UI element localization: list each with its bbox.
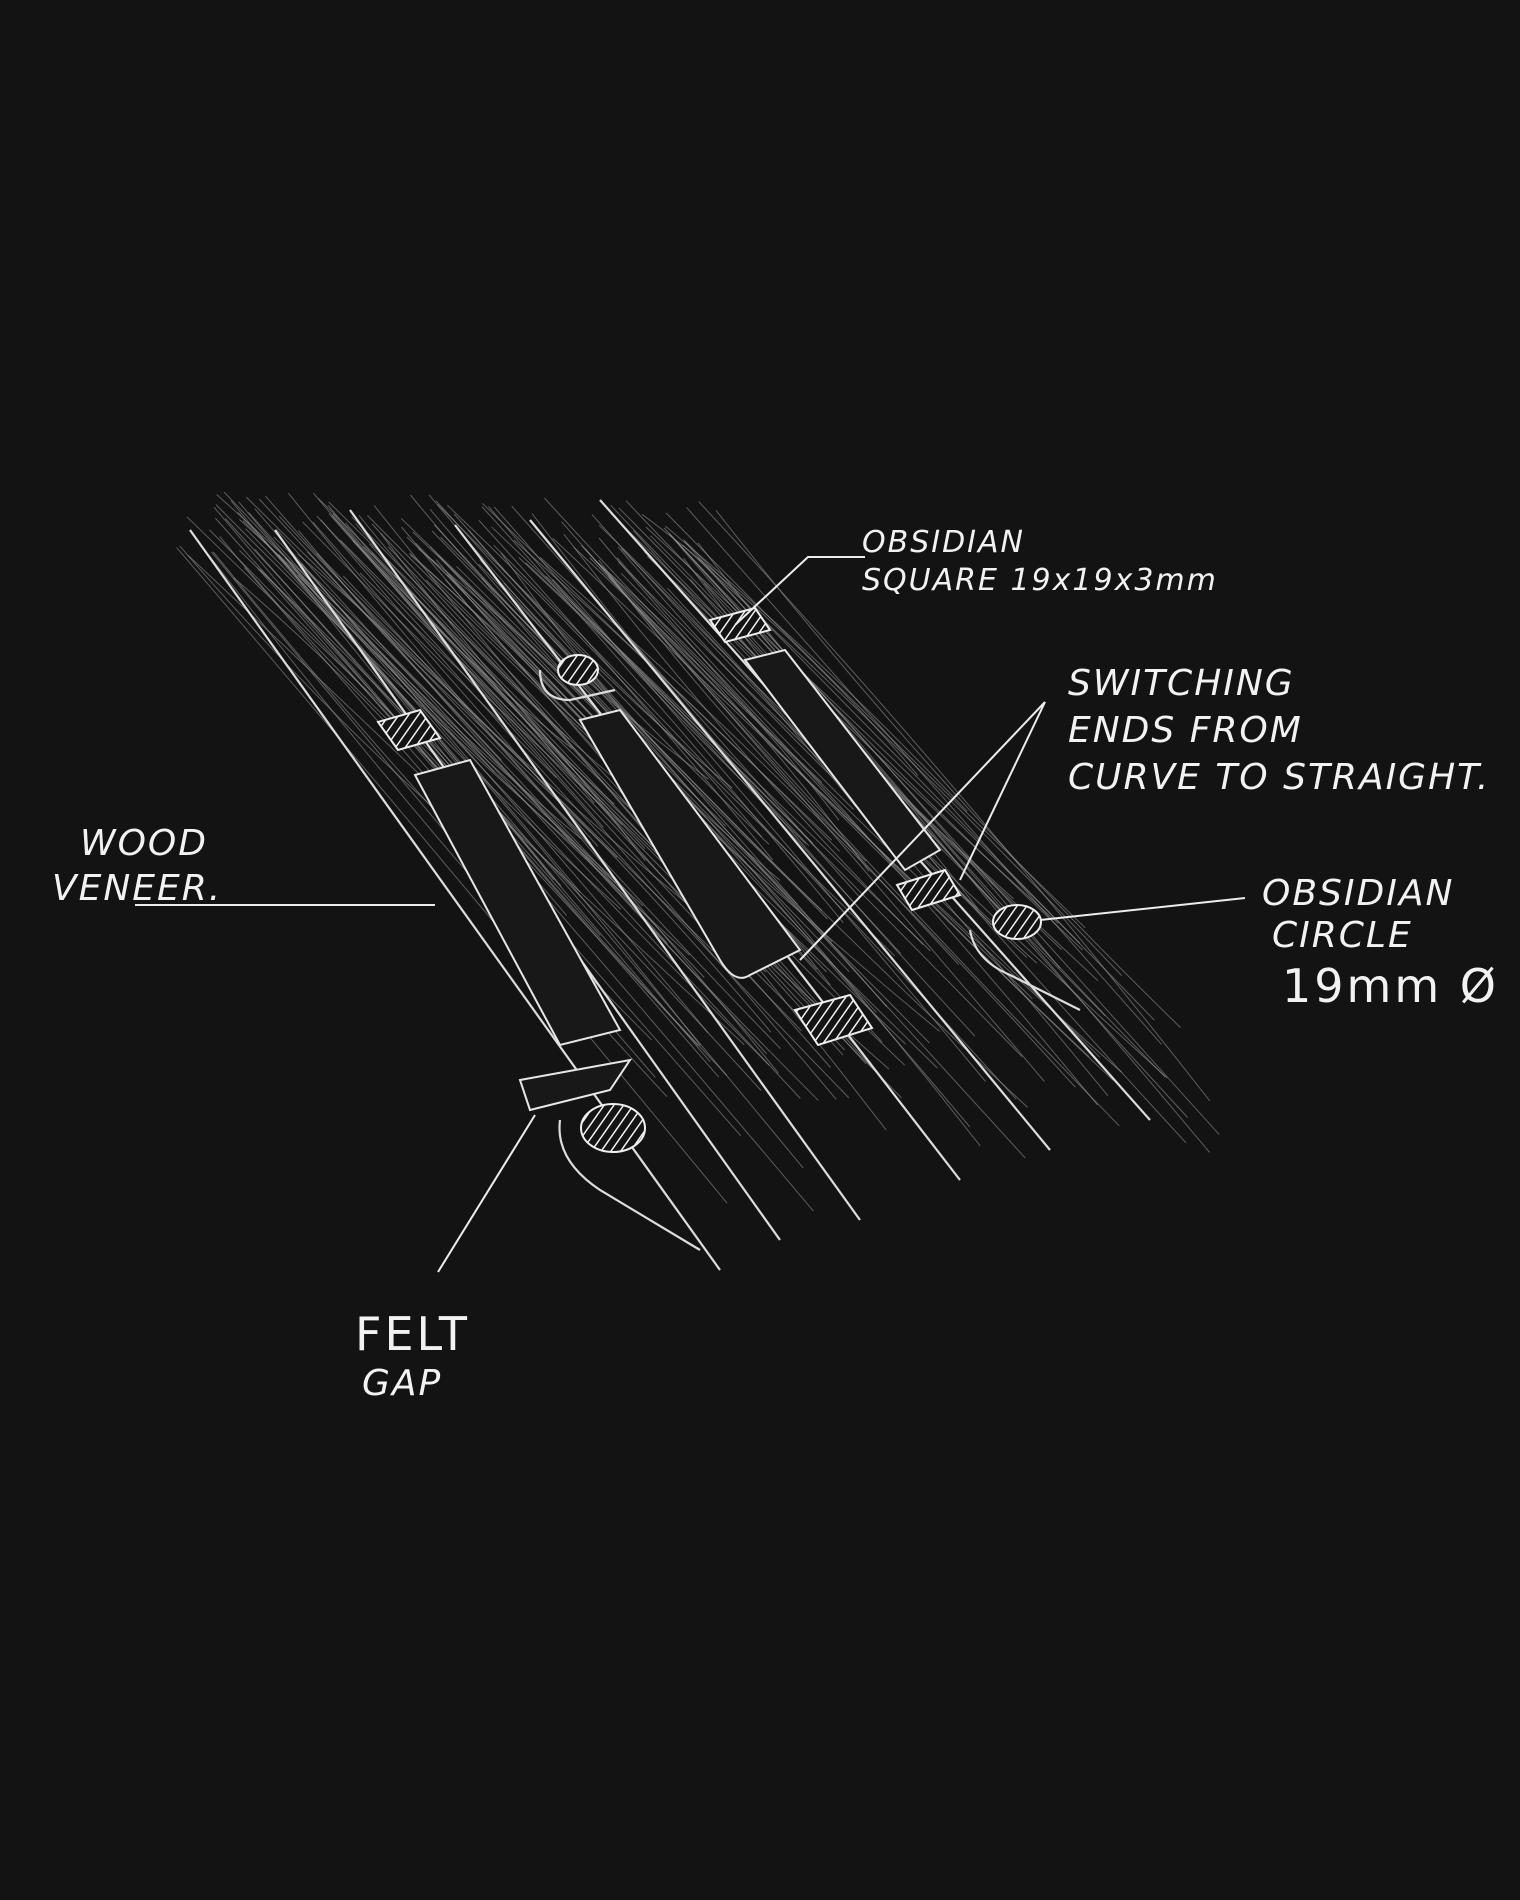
grain-line xyxy=(302,521,557,779)
grain-line xyxy=(259,569,762,1091)
obsidian-square xyxy=(376,708,442,752)
label-obsidian-circle-line2: CIRCLE xyxy=(1272,915,1413,956)
grain-line xyxy=(511,505,860,898)
grain-line xyxy=(545,575,1023,1058)
grain-line xyxy=(238,519,495,773)
grain-line xyxy=(351,516,867,1065)
grain-line xyxy=(410,494,709,780)
grain-line xyxy=(447,504,763,838)
veneer-panel xyxy=(578,708,802,979)
grain-line xyxy=(493,506,986,1082)
label-obsidian-square-line2: SQUARE 19x19x3mm xyxy=(862,563,1218,598)
grain-line xyxy=(358,515,612,776)
grain-line xyxy=(435,500,888,1008)
grain-line xyxy=(230,500,622,910)
grain-line xyxy=(298,530,819,1101)
grain-line xyxy=(245,496,618,858)
grain-line xyxy=(273,536,768,1055)
obsidian-circle-inserts xyxy=(538,654,1081,1251)
grain-line xyxy=(373,505,845,1051)
grain-line xyxy=(215,504,617,884)
grain-line xyxy=(683,539,1155,1021)
grain-line xyxy=(288,492,781,1050)
obsidian-circle xyxy=(992,904,1042,940)
grain-line xyxy=(316,552,729,966)
obsidian-square xyxy=(793,993,874,1047)
grain-line xyxy=(698,501,1211,1102)
grain-line xyxy=(478,520,774,861)
label-felt-gap-line2: GAP xyxy=(362,1363,442,1404)
obsidian-square xyxy=(708,606,772,644)
grain-line xyxy=(320,519,850,1099)
grain-line xyxy=(581,545,1090,1058)
leader-obsidian-circle xyxy=(1039,897,1246,921)
grain-line xyxy=(598,524,857,808)
obsidian-circle xyxy=(580,1103,646,1153)
grain-line xyxy=(665,512,1086,929)
grain-line xyxy=(393,574,844,1056)
leader-switching-ends-a xyxy=(799,701,1046,961)
leader-lines xyxy=(135,556,1246,1273)
grain-line xyxy=(478,563,828,920)
label-obsidian-circle-line1: OBSIDIAN xyxy=(1262,873,1454,914)
obsidian-square xyxy=(895,868,962,912)
veneer-panel xyxy=(413,758,622,1047)
grain-line xyxy=(544,497,823,783)
grain-line xyxy=(589,557,1123,1073)
circle-mount-edge xyxy=(968,929,1081,1011)
grain-line xyxy=(238,501,562,887)
grain-line xyxy=(531,513,976,1037)
leader-felt-gap xyxy=(437,1114,536,1273)
grain-line xyxy=(513,539,840,852)
grain-line xyxy=(665,525,968,812)
grain-line xyxy=(316,515,837,1100)
grain-line xyxy=(500,552,798,905)
grain-line xyxy=(328,501,570,740)
grain-line xyxy=(479,559,1026,1159)
grain-line xyxy=(594,559,840,821)
grain-line xyxy=(616,557,854,810)
label-switching-ends-line3: CURVE TO STRAIGHT. xyxy=(1068,757,1490,798)
label-felt-gap-line1: FELT xyxy=(355,1307,470,1361)
leader-switching-ends-b xyxy=(959,701,1046,881)
label-wood-veneer-line2: VENEER. xyxy=(52,868,222,909)
circle-mount-edge xyxy=(538,669,616,702)
obsidian-square-inserts xyxy=(376,606,962,1047)
strip-edge xyxy=(529,519,1051,1151)
veneer-panel xyxy=(743,648,942,872)
grain-line xyxy=(620,572,1099,1106)
grain-line xyxy=(584,548,1120,1127)
label-obsidian-square-line1: OBSIDIAN xyxy=(862,525,1025,560)
leader-obsidian-square xyxy=(734,556,865,626)
grain-line xyxy=(292,555,709,1034)
strip-edge xyxy=(349,509,861,1221)
label-wood-veneer-line1: WOOD xyxy=(80,823,208,864)
grain-line xyxy=(179,545,455,827)
grain-line xyxy=(672,536,1084,951)
grain-line xyxy=(176,547,728,1204)
label-obsidian-circle-line3: 19mm Ø xyxy=(1282,959,1499,1013)
callout-labels: OBSIDIAN SQUARE 19x19x3mm SWITCHING ENDS… xyxy=(52,525,1499,1404)
obsidian-circle xyxy=(557,654,599,686)
grain-line xyxy=(608,576,959,965)
veneer-panel xyxy=(518,1058,633,1112)
grain-line xyxy=(254,508,581,893)
grain-line xyxy=(563,533,924,945)
grain-line xyxy=(481,506,844,924)
label-switching-ends-line2: ENDS FROM xyxy=(1068,710,1303,751)
grain-line xyxy=(258,498,502,761)
label-switching-ends-line1: SWITCHING xyxy=(1068,663,1295,704)
grain-line xyxy=(213,506,467,802)
grain-line xyxy=(591,514,1038,964)
grain-line xyxy=(641,513,919,776)
circle-mount-edge xyxy=(558,1119,701,1251)
veneer-panels xyxy=(413,648,942,1112)
grain-line xyxy=(686,507,1162,1045)
grain-line xyxy=(645,526,1081,944)
grain-line xyxy=(453,513,770,845)
grain-line xyxy=(598,559,867,862)
